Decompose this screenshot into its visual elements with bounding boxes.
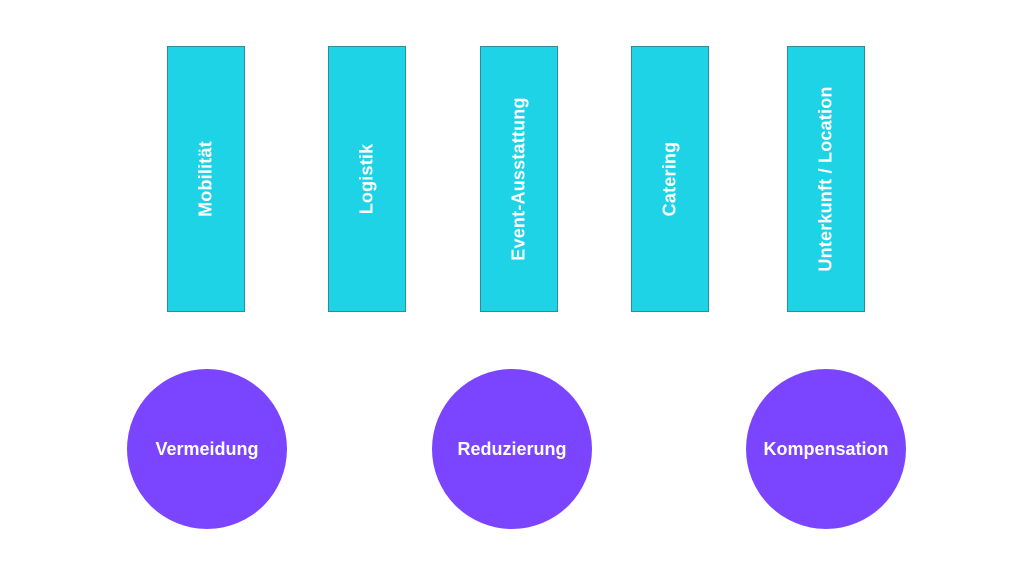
strategy-kompensation: Kompensation xyxy=(746,369,906,529)
pillar-logistik: Logistik xyxy=(328,46,406,312)
pillar-label: Logistik xyxy=(356,143,377,215)
pillar-event-ausstattung: Event-Ausstattung xyxy=(480,46,558,312)
strategy-reduzierung: Reduzierung xyxy=(432,369,592,529)
pillar-label: Unterkunft / Location xyxy=(815,86,836,272)
pillar-label: Catering xyxy=(659,141,680,217)
pillar-mobilitaet: Mobilität xyxy=(167,46,245,312)
strategy-label: Reduzierung xyxy=(457,438,567,459)
strategy-vermeidung: Vermeidung xyxy=(127,369,287,529)
pillar-label: Mobilität xyxy=(195,141,216,217)
strategy-label: Kompensation xyxy=(763,438,889,459)
pillar-label: Event-Ausstattung xyxy=(508,97,529,261)
pillar-catering: Catering xyxy=(631,46,709,312)
strategy-label: Vermeidung xyxy=(155,438,259,459)
pillar-unterkunft-location: Unterkunft / Location xyxy=(787,46,865,312)
